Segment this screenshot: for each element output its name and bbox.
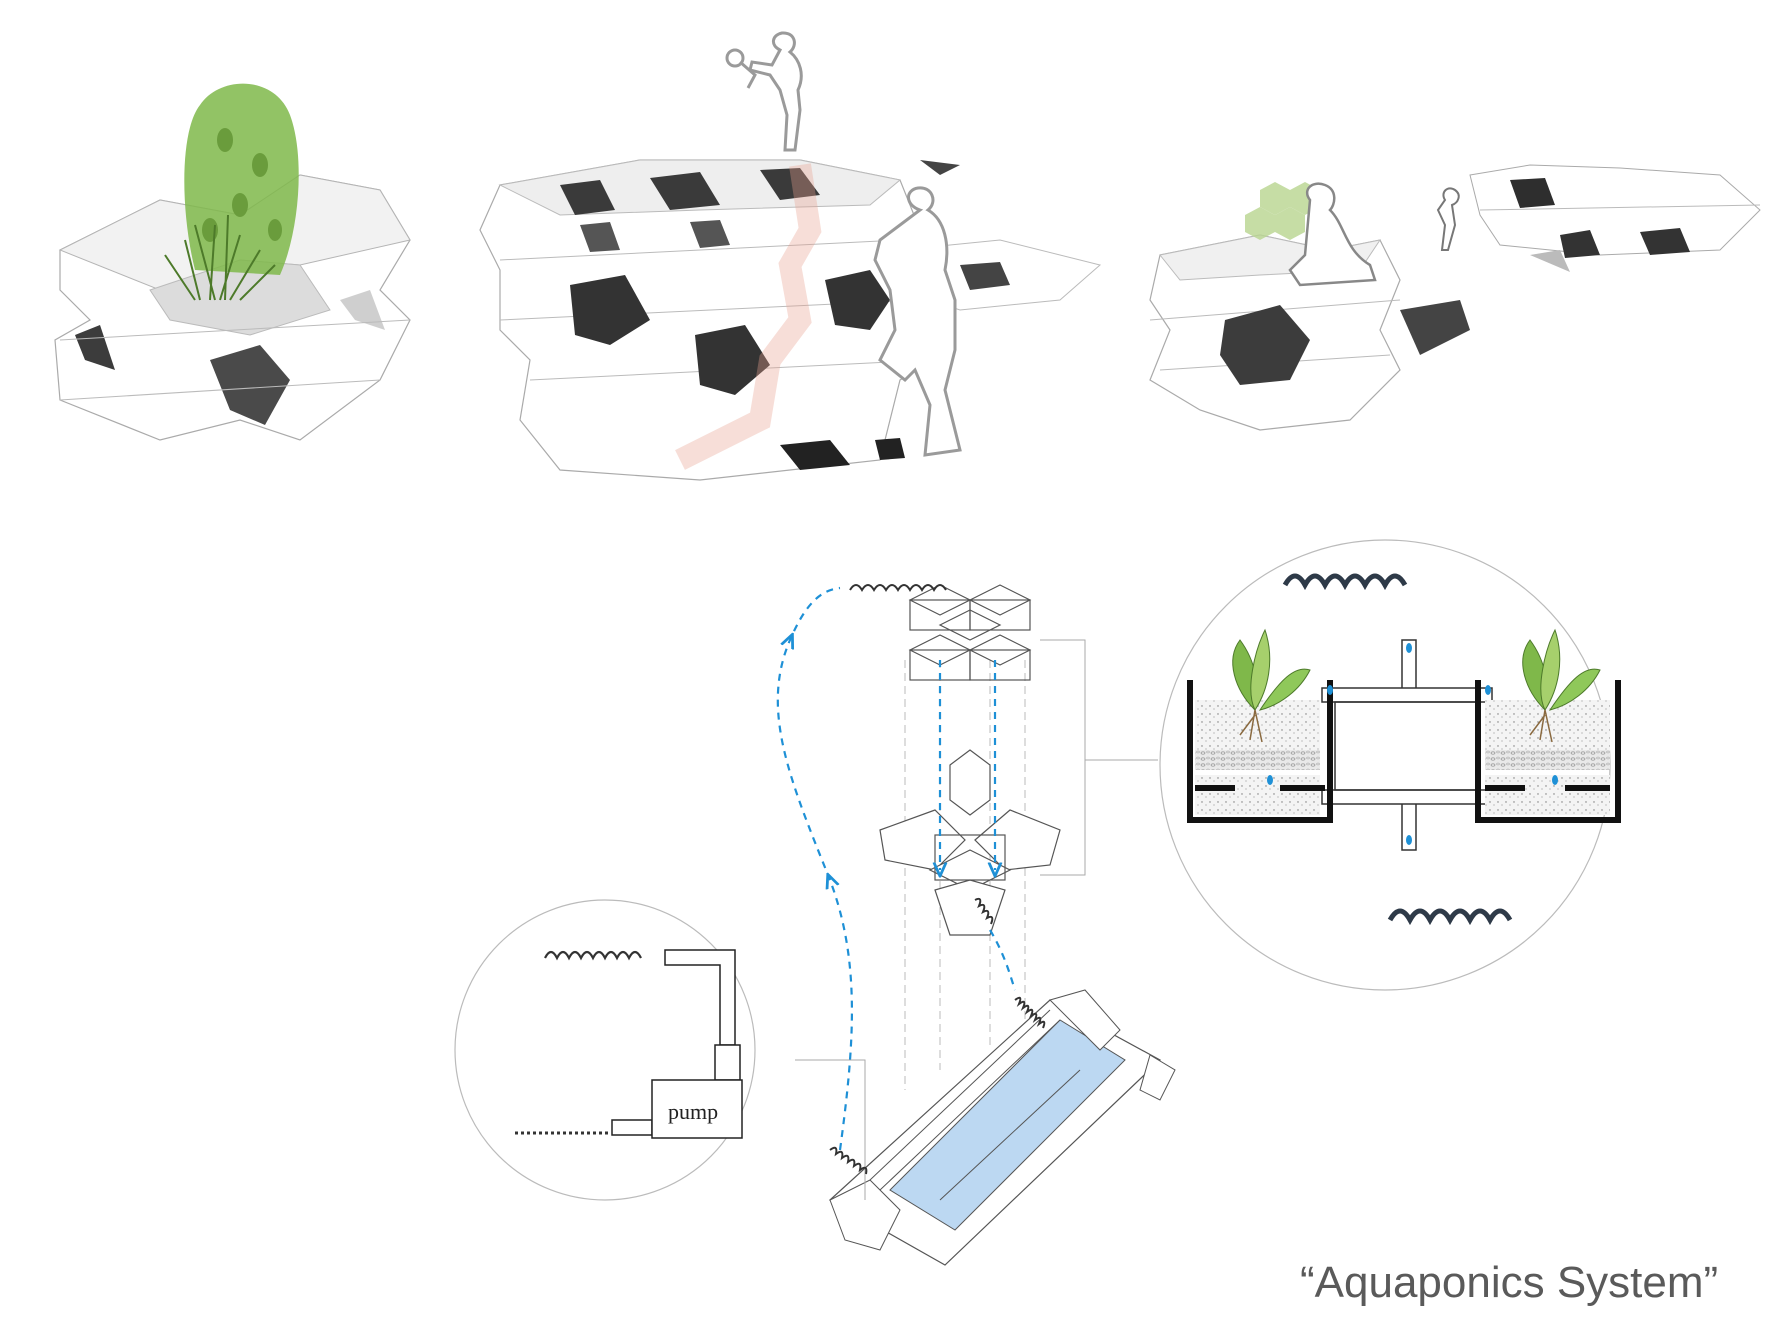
planter-section-detail: [1159, 539, 1621, 991]
play-module-render: [479, 31, 1102, 481]
coil-icon: [544, 950, 642, 961]
left-planting-tray: [1187, 680, 1333, 823]
plant-icon: [1232, 628, 1311, 743]
seating-module-render: [1149, 164, 1761, 431]
water-flow-path: [776, 586, 1017, 1151]
small-figure-icon: [1436, 187, 1460, 251]
middle-planter-module: [879, 749, 1061, 936]
grass-icon: [164, 214, 276, 301]
diagram-caption: “Aquaponics System”: [1300, 1258, 1719, 1307]
pump-pipe: [611, 949, 741, 1136]
coil-icon: [1282, 573, 1513, 926]
planter-module-render: [54, 83, 411, 441]
water-drop-icon: [1267, 643, 1558, 845]
exploded-axonometric: [776, 584, 1176, 1266]
child-silhouette-icon: [725, 31, 962, 457]
fish-tank-module: [828, 989, 1176, 1266]
right-planting-tray: [1475, 680, 1621, 823]
plant-icon: [1522, 628, 1601, 743]
coil-icon: [829, 584, 1046, 1175]
pump-label: pump: [668, 1099, 718, 1124]
upper-planter-grid: [908, 584, 1032, 681]
seated-figure-icon: [1288, 182, 1377, 287]
pump-box: [651, 1079, 743, 1139]
pump-detail: pump: [454, 899, 756, 1201]
